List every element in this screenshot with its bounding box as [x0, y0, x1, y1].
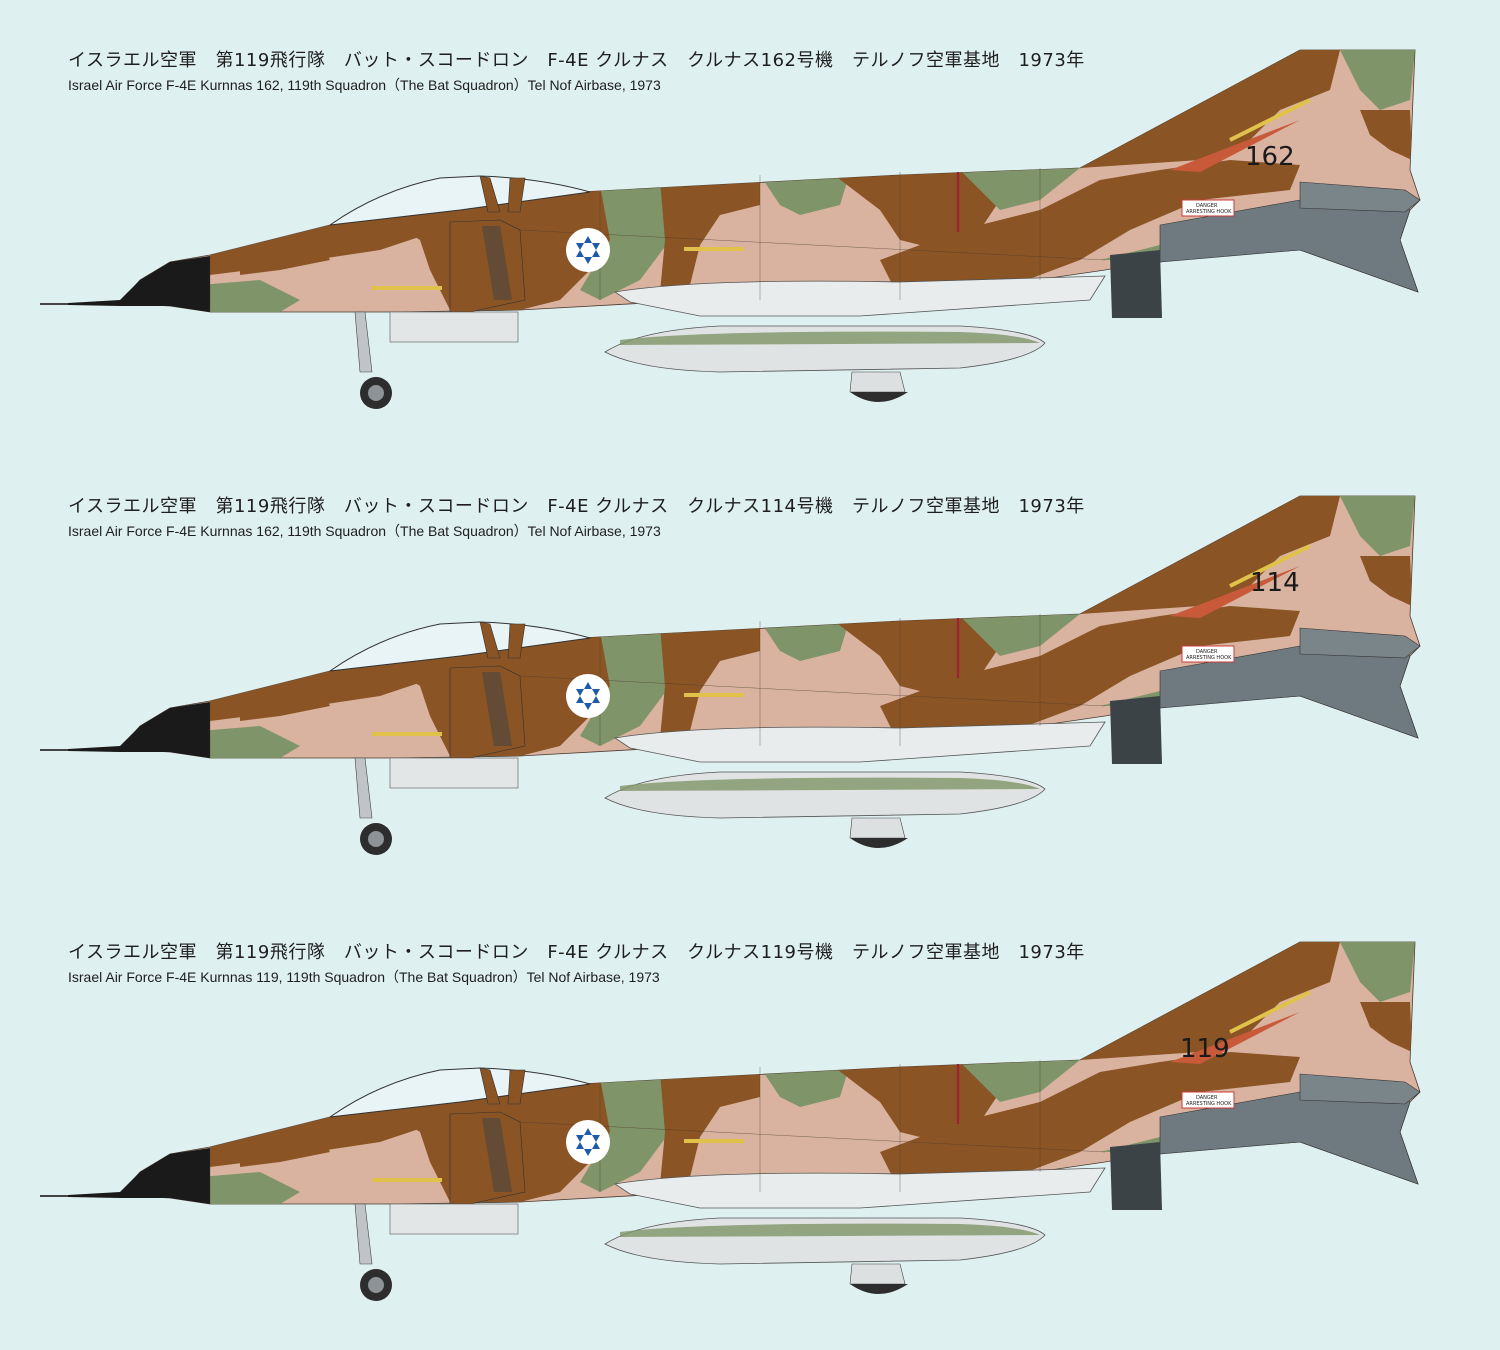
profile-title-japanese: イスラエル空軍 第119飛行隊 バット・スコードロン F-4E クルナス クルナ…: [68, 942, 1085, 963]
danger-stencil: DANGER: [1196, 203, 1218, 209]
danger-stencil: DANGER: [1196, 1095, 1218, 1101]
profile-title-english: Israel Air Force F-4E Kurnnas 162, 119th…: [68, 523, 661, 539]
profile-title-english: Israel Air Force F-4E Kurnnas 119, 119th…: [68, 969, 660, 985]
tail-number: 114: [1250, 568, 1300, 598]
arresting-hook-stencil: ARRESTING HOOK: [1186, 209, 1232, 215]
profile-title-japanese: イスラエル空軍 第119飛行隊 バット・スコードロン F-4E クルナス クルナ…: [68, 50, 1085, 71]
f-4e-profile-illustration: 119 DANGER ARRESTING HOOK: [0, 892, 1500, 1337]
arresting-hook-stencil: ARRESTING HOOK: [1186, 655, 1232, 661]
aircraft-profile-162: イスラエル空軍 第119飛行隊 バット・スコードロン F-4E クルナス クルナ…: [0, 0, 1500, 445]
f-4e-profile-illustration: 162 DANGER ARRESTING HOOK: [0, 0, 1500, 445]
tail-number: 162: [1245, 142, 1295, 172]
star-of-david-icon: [566, 674, 610, 718]
aircraft-profile-119: イスラエル空軍 第119飛行隊 バット・スコードロン F-4E クルナス クルナ…: [0, 892, 1500, 1337]
profile-title-japanese: イスラエル空軍 第119飛行隊 バット・スコードロン F-4E クルナス クルナ…: [68, 496, 1085, 517]
star-of-david-icon: [566, 1120, 610, 1164]
danger-stencil: DANGER: [1196, 649, 1218, 655]
aircraft-profile-114: イスラエル空軍 第119飛行隊 バット・スコードロン F-4E クルナス クルナ…: [0, 446, 1500, 891]
f-4e-profile-illustration: 114 DANGER ARRESTING HOOK: [0, 446, 1500, 891]
tail-number: 119: [1180, 1034, 1230, 1064]
arresting-hook-stencil: ARRESTING HOOK: [1186, 1101, 1232, 1107]
star-of-david-icon: [566, 228, 610, 272]
profile-title-english: Israel Air Force F-4E Kurnnas 162, 119th…: [68, 77, 661, 93]
